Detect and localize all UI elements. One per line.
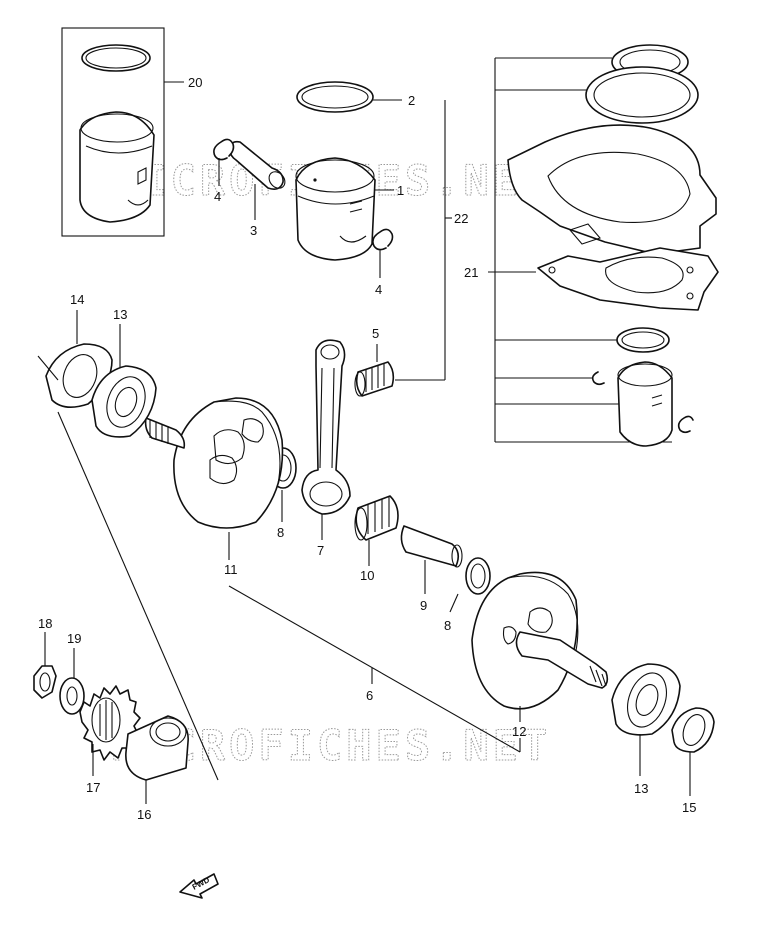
callout-8-left: 8 xyxy=(277,525,284,540)
exhaust-gasket-21 xyxy=(537,247,719,311)
circlip-4-right xyxy=(372,228,394,251)
oil-seal-15 xyxy=(671,707,715,753)
crank-half-11 xyxy=(144,397,284,529)
piston-ring-2 xyxy=(296,81,374,113)
piston-ring-20 xyxy=(81,44,151,72)
piston-20 xyxy=(79,111,155,223)
callout-4-right: 4 xyxy=(375,282,382,297)
small-circlip xyxy=(591,371,605,386)
nut-18 xyxy=(33,665,57,699)
small-piston-ring xyxy=(616,327,670,353)
callout-17: 17 xyxy=(86,780,100,795)
crank-pin-9 xyxy=(400,525,463,568)
fwd-arrow-icon: FWD xyxy=(179,873,219,899)
callout-11: 11 xyxy=(224,562,238,577)
callout-7: 7 xyxy=(317,543,324,558)
cylinder-base-gasket xyxy=(507,124,717,255)
callout-2: 2 xyxy=(408,93,415,108)
callout-8-right: 8 xyxy=(444,618,451,633)
needle-bearing-5 xyxy=(354,361,395,397)
callout-10: 10 xyxy=(360,568,374,583)
callout-16: 16 xyxy=(137,807,151,822)
callout-19: 19 xyxy=(67,631,81,646)
spacer-16 xyxy=(125,715,189,781)
callout-15: 15 xyxy=(682,800,696,815)
callout-5: 5 xyxy=(372,326,379,341)
primary-gear-17 xyxy=(79,685,141,761)
callout-18: 18 xyxy=(38,616,52,631)
callout-21: 21 xyxy=(464,265,478,280)
callout-12: 12 xyxy=(512,724,526,739)
callout-4-left: 4 xyxy=(214,189,221,204)
leader-8-right xyxy=(449,593,459,613)
guide-line-top xyxy=(37,355,59,381)
callout-13-right: 13 xyxy=(634,781,648,796)
callout-13-left: 13 xyxy=(113,307,127,322)
callout-22: 22 xyxy=(454,211,468,226)
callout-3: 3 xyxy=(250,223,257,238)
small-circlip-right xyxy=(677,415,694,434)
crank-half-12 xyxy=(471,571,609,710)
callout-20: 20 xyxy=(188,75,202,90)
piston-1 xyxy=(295,157,376,261)
small-piston xyxy=(617,361,673,447)
gasket-set-bracket xyxy=(395,57,672,443)
guide-line-left xyxy=(57,411,219,781)
washer-19 xyxy=(59,677,85,715)
thrust-washer-8-right xyxy=(465,557,491,595)
connecting-rod-7 xyxy=(301,339,351,515)
callout-6: 6 xyxy=(366,688,373,703)
piston-kit-box xyxy=(61,27,165,237)
bearing-13-right xyxy=(611,663,681,736)
callout-14: 14 xyxy=(70,292,84,307)
crank-assembly-bracket xyxy=(228,585,521,753)
callout-9: 9 xyxy=(420,598,427,613)
needle-bearing-10 xyxy=(354,495,399,541)
bearing-13-left xyxy=(91,365,157,438)
circlip-4-left xyxy=(213,138,235,161)
callout-1: 1 xyxy=(397,183,404,198)
cylinder-gasket-large xyxy=(585,66,699,124)
